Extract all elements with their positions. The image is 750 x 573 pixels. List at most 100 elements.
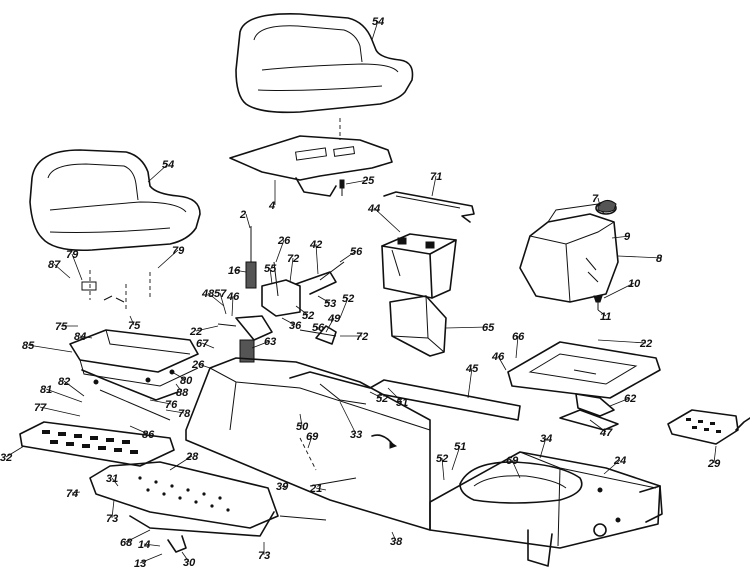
label-bracket-65: 65 [482,322,495,334]
leader-part-49 [325,317,335,333]
leader-part-56a [339,250,357,263]
label-part-39: 39 [276,481,289,493]
label-seat-plate: 4 [268,200,275,212]
label-part-52b: 52 [302,310,314,322]
label-part-75a: 75 [55,321,68,333]
leader-part-50 [299,413,303,427]
leader-bracket-65 [445,326,489,329]
label-part-46b: 46 [491,351,505,363]
leader-part-51b [451,445,461,471]
label-spring-16: 16 [228,265,241,277]
leader-part-80 [171,371,187,381]
label-part-22b: 22 [639,338,652,350]
label-seat-left: 54 [162,159,174,171]
leader-part-79b [157,249,179,269]
pedal-29-drawing [667,409,750,445]
label-part-13: 13 [134,558,146,570]
label-part-28: 28 [185,451,199,463]
leader-part-84 [79,335,93,339]
leader-part-52d [441,457,445,481]
battery-drawing [381,233,457,299]
label-part-57: 57 [214,288,227,300]
label-part-63: 63 [264,336,276,348]
label-part-78: 78 [178,408,191,420]
label-part-30: 30 [183,557,196,569]
leader-part-74 [71,491,81,494]
leader-part-47 [589,419,607,433]
label-fitting-10: 10 [628,278,641,290]
leader-part-38 [391,531,397,542]
label-part-42: 42 [309,239,322,251]
leader-part-68 [125,529,151,543]
leader-fitting-10 [603,282,635,299]
leader-part-21 [315,487,327,491]
label-part-55: 55 [264,263,277,275]
leader-battery [373,207,401,233]
label-part-74: 74 [66,488,78,500]
leader-part-26b [197,363,211,369]
label-part-85: 85 [22,340,35,352]
leader-part-52b [295,305,309,316]
holddown-71-drawing [383,191,475,223]
label-part-77: 77 [34,402,47,414]
label-part-73a: 73 [106,513,118,525]
label-part-56b: 56 [312,322,325,334]
leader-part-22b [597,339,647,344]
label-fuel-cap: 7 [592,193,599,205]
label-part-66: 66 [512,331,525,343]
leader-part-34 [539,437,547,459]
leader-bolt-25 [345,179,369,185]
label-part-87: 87 [48,259,61,271]
label-part-26b: 26 [191,359,205,371]
leader-part-72a [289,257,294,283]
label-part-56a: 56 [350,246,363,258]
leader-part-82 [63,380,85,397]
leader-fitting-11 [597,309,607,317]
leader-part-14 [143,543,161,547]
leader-part-87 [53,263,71,279]
label-part-72a: 72 [287,253,299,265]
label-part-52c: 52 [376,393,388,405]
leader-part-36 [281,317,296,326]
label-part-82: 82 [58,376,70,388]
label-part-62: 62 [624,393,636,405]
seat-left-drawing [29,149,201,252]
leader-part-39 [281,485,287,489]
label-fitting-11: 11 [600,311,611,323]
label-part-79b: 79 [172,245,185,257]
leader-part-30 [181,551,190,563]
label-part-24: 24 [613,455,626,467]
leader-holddown-71 [431,175,437,197]
label-part-69b: 69 [506,455,519,467]
seat-plate-drawing [229,118,393,197]
label-mat-32: 32 [0,452,12,464]
label-part-46a: 46 [226,291,240,303]
label-part-73b: 73 [258,550,270,562]
label-part-52d: 52 [436,453,448,465]
label-part-14: 14 [138,539,150,551]
label-part-53: 53 [324,298,336,310]
leader-part-51a [387,387,403,403]
leader-part-52a [339,297,349,319]
label-bolt-25: 25 [361,175,375,187]
label-bolt-2: 2 [239,209,246,221]
label-part-79a: 79 [66,249,79,261]
leader-part-57 [219,292,227,315]
leader-part-31 [111,477,119,487]
label-tank-8: 8 [656,253,663,265]
label-tank-9: 9 [624,231,631,243]
leader-part-78 [165,409,185,414]
leader-part-52c [369,391,383,399]
leader-part-28 [169,455,193,471]
leader-bolt-2 [245,213,251,229]
label-part-47: 47 [599,427,613,439]
label-part-88: 88 [176,387,189,399]
label-holddown-71: 71 [430,171,442,183]
label-part-84: 84 [74,331,86,343]
leader-part-24 [603,459,621,475]
label-part-52a: 52 [342,293,354,305]
label-part-80: 80 [180,375,193,387]
label-part-81: 81 [40,384,52,396]
